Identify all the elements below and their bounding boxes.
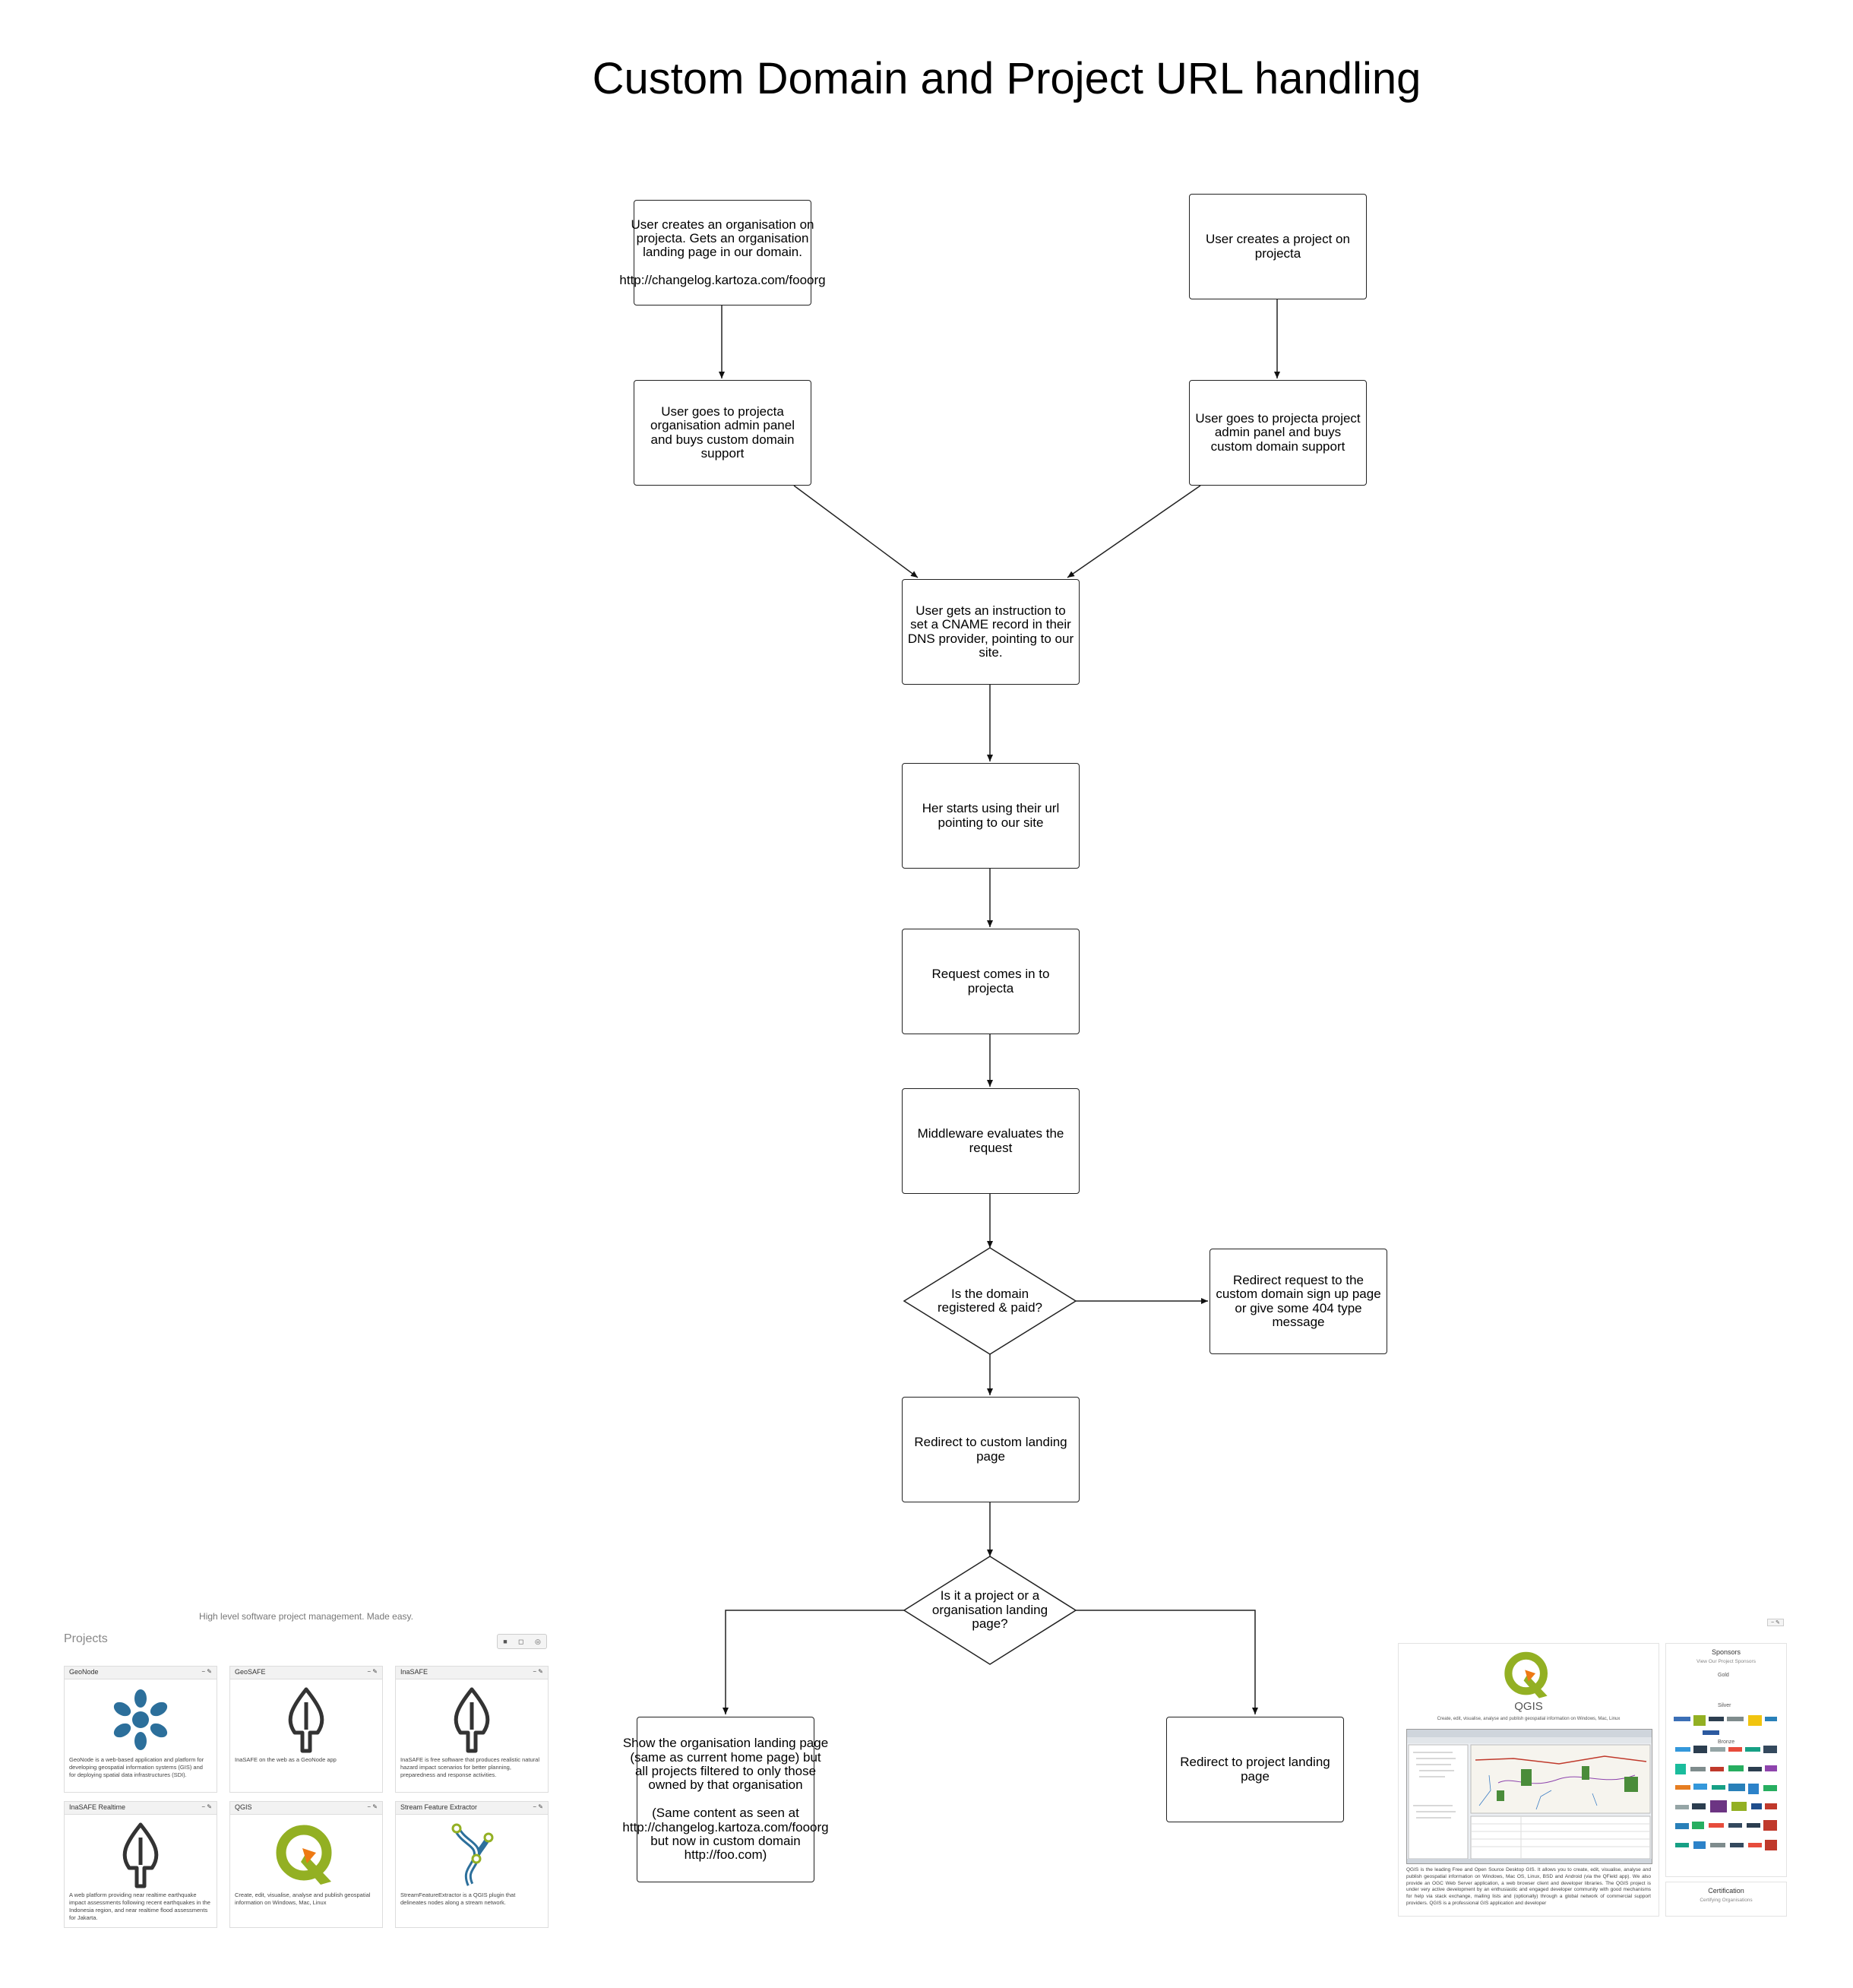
tier-bronze-label: Bronze: [1718, 1740, 1735, 1745]
inasafe-icon: [230, 1683, 382, 1755]
stream-icon: [396, 1819, 548, 1891]
projects-screenshot: High level software project management. …: [59, 1611, 553, 1930]
node-starts-using: Her starts using their url pointing to o…: [902, 763, 1080, 869]
certification-title: Certification: [1708, 1887, 1744, 1895]
qgis-icon: [230, 1819, 382, 1891]
sponsors-title: Sponsors: [1711, 1648, 1741, 1656]
certification-link[interactable]: Certifying Organisations: [1700, 1898, 1753, 1903]
card-buttons[interactable]: − ✎: [533, 1803, 543, 1810]
node-project-create: User creates a project on projecta: [1189, 194, 1367, 299]
qgis-corner-buttons[interactable]: − ✎: [1767, 1619, 1784, 1626]
card-buttons[interactable]: − ✎: [201, 1803, 212, 1810]
qgis-description: QGIS is the leading Free and Open Source…: [1406, 1867, 1651, 1906]
card-description: A web platform providing near realtime e…: [69, 1891, 210, 1922]
node-org-admin: User goes to projecta organisation admin…: [634, 380, 811, 486]
node-middleware: Middleware evaluates the request: [902, 1088, 1080, 1194]
project-card-geonode[interactable]: GeoNode − ✎ GeoNode is a web-based applic…: [64, 1666, 217, 1793]
project-card-stream-feature-extractor[interactable]: Stream Feature Extractor − ✎ StreamFeatur…: [395, 1801, 549, 1928]
card-title[interactable]: Stream Feature Extractor: [400, 1803, 478, 1811]
decision-domain-label: Is the domain registered & paid?: [938, 1286, 1042, 1315]
project-card-inasafe-realtime[interactable]: InaSAFE Realtime − ✎ A web platform provi…: [64, 1801, 217, 1928]
card-title[interactable]: InaSAFE Realtime: [69, 1803, 126, 1811]
qgis-subtitle: Create, edit, visualise, analyse and pub…: [1437, 1717, 1621, 1721]
node-redirect-custom: Redirect to custom landing page: [902, 1397, 1080, 1502]
card-buttons[interactable]: − ✎: [367, 1803, 378, 1810]
qgis-app-screenshot: [1406, 1729, 1652, 1864]
view-button-list[interactable]: ■: [503, 1638, 508, 1645]
card-title[interactable]: GeoSAFE: [235, 1668, 266, 1676]
card-description: GeoNode is a web-based application and p…: [69, 1756, 204, 1779]
card-description: InaSAFE is free software that produces r…: [400, 1756, 540, 1779]
qgis-screenshot: − ✎ QGIS Create, edit, visualise, analys…: [1398, 1619, 1793, 1917]
card-title[interactable]: InaSAFE: [400, 1668, 428, 1676]
qgis-main-panel: QGIS Create, edit, visualise, analyse an…: [1398, 1643, 1659, 1917]
tier-gold-label: Gold: [1718, 1673, 1729, 1678]
card-title[interactable]: GeoNode: [69, 1668, 99, 1676]
project-card-qgis[interactable]: QGIS − ✎ Create, edit, visualise, analyse…: [229, 1801, 383, 1928]
edge-org-admin-to-cname: [793, 485, 919, 578]
view-toggle-buttons[interactable]: ■ ◻ ◎: [497, 1634, 547, 1649]
card-description: StreamFeatureExtractor is a QGIS plugin …: [400, 1891, 516, 1907]
inasafe-icon: [396, 1683, 548, 1755]
card-title[interactable]: QGIS: [235, 1803, 252, 1811]
card-buttons[interactable]: − ✎: [533, 1668, 543, 1675]
geonode-icon: [65, 1683, 217, 1755]
node-project-admin: User goes to projecta project admin pane…: [1189, 380, 1367, 486]
view-button-settings[interactable]: ◎: [534, 1637, 541, 1645]
edge-project-admin-to-cname: [1067, 485, 1201, 578]
card-buttons[interactable]: − ✎: [201, 1668, 212, 1675]
certification-panel: Certification Certifying Organisations: [1665, 1882, 1787, 1917]
card-buttons[interactable]: − ✎: [367, 1668, 378, 1675]
node-project-landing: Redirect to project landing page: [1166, 1717, 1344, 1822]
node-cname: User gets an instruction to set a CNAME …: [902, 579, 1080, 685]
diagram-title: Custom Domain and Project URL handling: [592, 54, 1421, 103]
tier-silver-label: Silver: [1718, 1703, 1731, 1708]
sponsor-logos: [1672, 1714, 1780, 1869]
projects-heading: Projects: [64, 1632, 108, 1645]
node-request-comes: Request comes in to projecta: [902, 929, 1080, 1034]
inasafe-icon: [65, 1819, 217, 1891]
decision-type-shape: [903, 1556, 1077, 1665]
projects-tagline: High level software project management. …: [199, 1611, 413, 1622]
card-description: Create, edit, visualise, analyse and pub…: [235, 1891, 371, 1907]
edge-type-decision-to-project-landing: [1076, 1610, 1258, 1714]
decision-domain-shape: [903, 1247, 1077, 1355]
sponsors-link[interactable]: View Our Project Sponsors: [1696, 1659, 1756, 1664]
qgis-name: QGIS: [1514, 1700, 1543, 1713]
project-card-inasafe[interactable]: InaSAFE − ✎ InaSAFE is free software that…: [395, 1666, 549, 1793]
card-description: InaSAFE on the web as a GeoNode app: [235, 1756, 337, 1763]
project-card-geosafe[interactable]: GeoSAFE − ✎ InaSAFE on the web as a GeoNo…: [229, 1666, 383, 1793]
decision-type-label: Is it a project or a organisation landin…: [931, 1588, 1048, 1632]
sponsors-panel: Sponsors View Our Project Sponsors Gold …: [1665, 1643, 1787, 1877]
node-org-create: User creates an organisation on projecta…: [619, 200, 826, 305]
node-org-landing: Show the organisation landing page (same…: [622, 1717, 829, 1882]
qgis-logo-icon: [1501, 1650, 1554, 1704]
edge-type-decision-to-org-landing: [723, 1610, 904, 1714]
node-redirect-signup: Redirect request to the custom domain si…: [1210, 1249, 1387, 1354]
view-button-grid[interactable]: ◻: [518, 1637, 524, 1645]
